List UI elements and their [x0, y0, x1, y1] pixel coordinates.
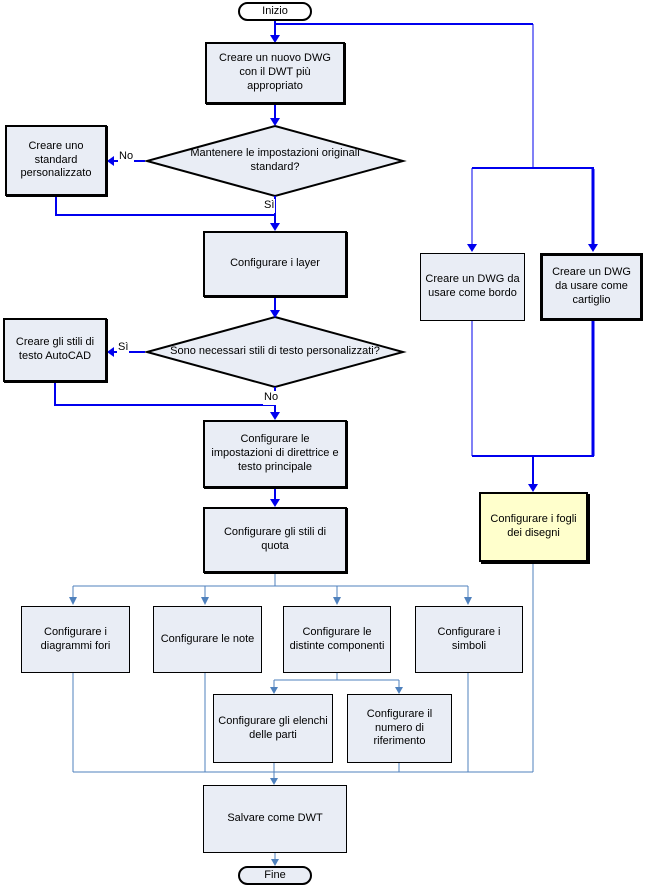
process-save-dwt: Salvare come DWT — [203, 785, 347, 853]
process-new-dwg: Creare un nuovo DWG con il DWT più appro… — [205, 42, 345, 104]
process-dim-styles-label: Configurare gli stili di quota — [223, 526, 327, 552]
process-leader-settings: Configurare le impostazioni di direttric… — [203, 420, 347, 488]
process-new-dwg-label: Creare un nuovo DWG con il DWT più appro… — [219, 52, 331, 92]
process-titleblock-dwg: Creare un DWG da usare come cartiglio — [540, 253, 643, 321]
process-symbols-label: Configurare i simboli — [437, 625, 501, 652]
process-notes-label: Configurare le note — [160, 632, 255, 645]
branch-label-no-styles: No — [263, 391, 280, 405]
decision-keep-settings-label: Mantenere le impostazioni originali stan… — [190, 147, 360, 173]
process-component-lists: Configurare le distinte componenti — [283, 606, 391, 673]
branch-label-yes-keep: Sì — [263, 199, 276, 213]
start-terminator: Inizio — [238, 2, 312, 21]
process-parts-lists: Configurare gli elenchi delle parti — [213, 694, 333, 763]
end-label: Fine — [264, 868, 286, 881]
start-label: Inizio — [262, 4, 288, 17]
sub-flow-lines — [72, 562, 534, 860]
process-create-text-styles-label: Creare gli stili di testo AutoCAD — [15, 336, 95, 362]
process-create-text-styles: Creare gli stili di testo AutoCAD — [3, 318, 107, 382]
process-sheet-setup-label: Configurare i fogli dei disegni — [490, 513, 577, 539]
decision-keep-settings: Mantenere le impostazioni originali stan… — [165, 139, 385, 183]
decision-need-text-styles-label: Sono necessari stili di testo personaliz… — [170, 345, 380, 358]
process-ref-numbers: Configurare il numero di riferimento — [347, 694, 452, 763]
main-flow-arrowheads — [107, 35, 598, 507]
process-configure-layers-label: Configurare i layer — [230, 257, 320, 270]
process-border-dwg: Creare un DWG da usare come bordo — [420, 253, 525, 321]
process-custom-standard-label: Creare uno standard personalizzato — [20, 139, 92, 180]
process-save-dwt-label: Salvare come DWT — [227, 812, 323, 825]
end-terminator: Fine — [238, 866, 312, 885]
process-symbols: Configurare i simboli — [415, 606, 523, 673]
process-notes: Configurare le note — [153, 606, 262, 673]
process-ref-numbers-label: Configurare il numero di riferimento — [366, 707, 433, 748]
process-titleblock-dwg-label: Creare un DWG da usare come cartiglio — [552, 266, 631, 306]
process-configure-layers: Configurare i layer — [203, 231, 347, 297]
process-sheet-setup: Configurare i fogli dei disegni — [479, 492, 588, 562]
branch-label-yes-styles: Sì — [117, 341, 130, 355]
process-hole-charts: Configurare i diagrammi fori — [21, 606, 130, 673]
process-hole-charts-label: Configurare i diagrammi fori — [40, 625, 111, 652]
process-custom-standard: Creare uno standard personalizzato — [5, 125, 107, 196]
process-border-dwg-label: Creare un DWG da usare come bordo — [425, 273, 520, 299]
branch-label-no-keep: No — [118, 150, 135, 164]
main-flow-lines — [54, 21, 595, 500]
decision-need-text-styles: Sono necessari stili di testo personaliz… — [165, 330, 385, 374]
process-component-lists-label: Configurare le distinte componenti — [289, 625, 385, 652]
sub-flow-arrowheads — [69, 597, 472, 866]
process-dim-styles: Configurare gli stili di quota — [203, 507, 347, 573]
process-leader-settings-label: Configurare le impostazioni di direttric… — [211, 433, 339, 473]
process-parts-lists-label: Configurare gli elenchi delle parti — [218, 714, 328, 741]
